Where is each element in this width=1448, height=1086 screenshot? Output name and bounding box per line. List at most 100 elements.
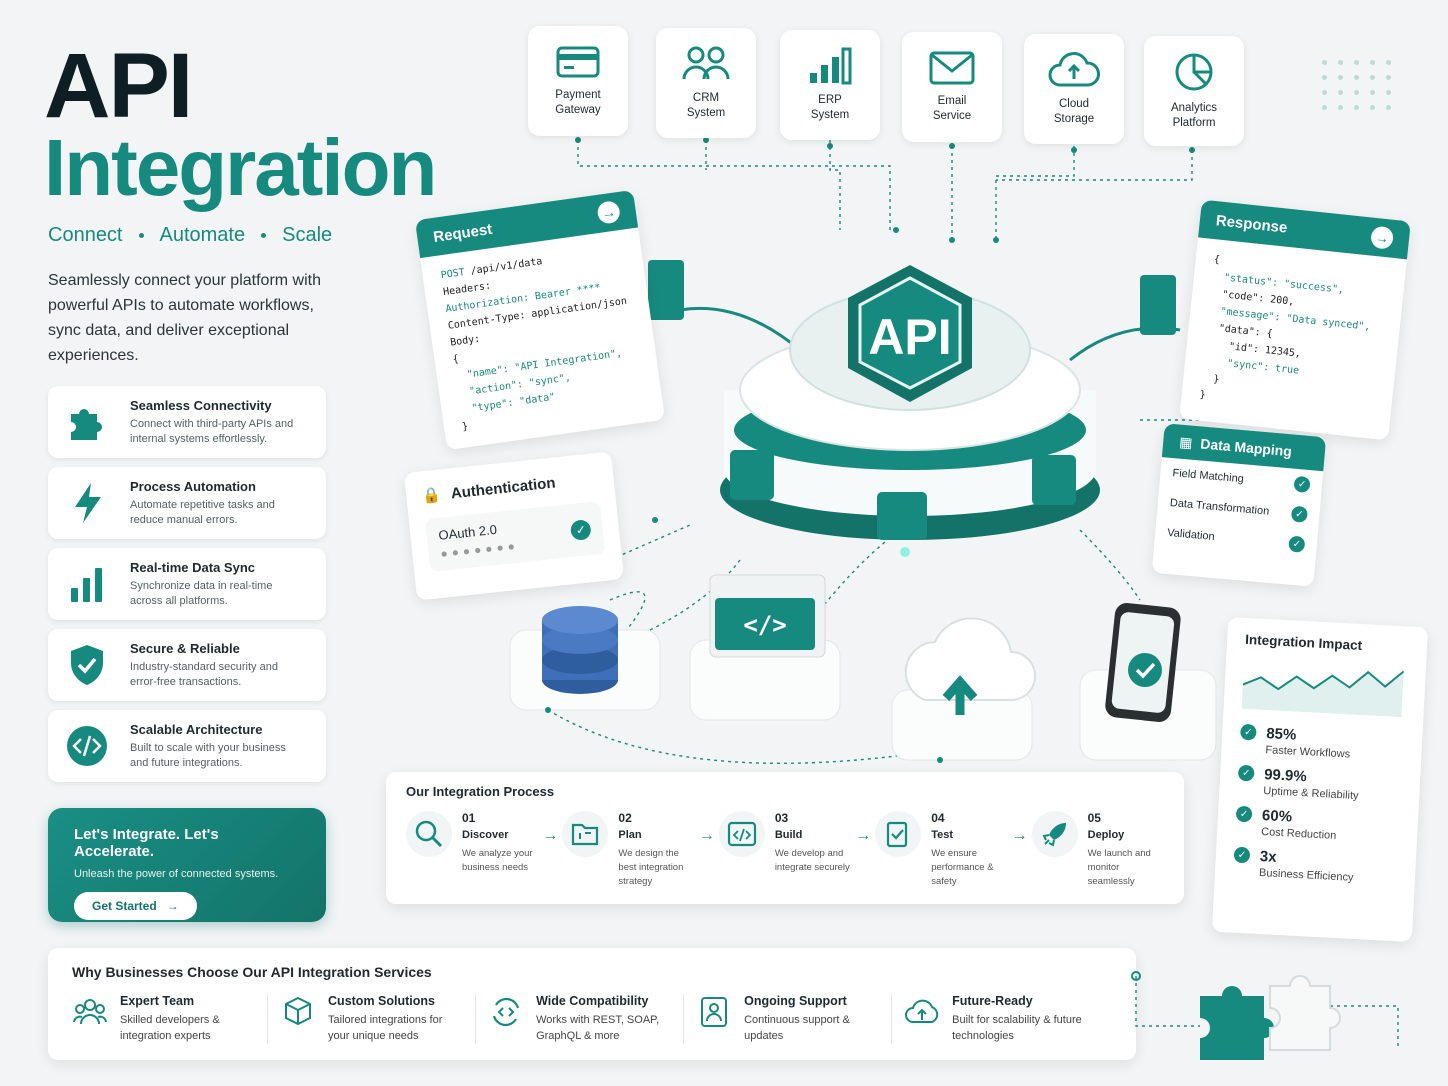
response-panel: Response→ { "status": "success", "code":… <box>1179 199 1411 441</box>
phone-device <box>1079 603 1217 761</box>
feature-desc: Synchronize data in real-time across all… <box>130 579 273 607</box>
puzzle-icon <box>62 400 112 444</box>
arrow-right-icon[interactable]: → <box>1369 225 1395 250</box>
feature-desc: Automate repetitive tasks and reduce man… <box>130 498 275 526</box>
why-item-desc: Skilled developers & integration experts <box>120 1014 220 1042</box>
service-label: Service <box>932 110 972 122</box>
service-label: Payment <box>555 89 601 101</box>
shield-icon <box>62 643 112 687</box>
metric-label: Business Efficiency <box>1258 866 1354 884</box>
response-brace: { <box>1213 254 1221 266</box>
check-icon: ✓ <box>569 518 592 541</box>
cloud-upload-icon <box>904 994 940 1044</box>
feature-desc: Industry-standard security and error-fre… <box>130 660 278 688</box>
step-desc: We develop and integrate securely <box>774 848 850 873</box>
request-brace: } <box>461 421 469 433</box>
api-hub: API <box>720 265 1100 557</box>
step-number: 04 <box>931 811 945 825</box>
response-brace: } <box>1212 373 1220 386</box>
why-item-desc: Continuous support & updates <box>744 1014 850 1042</box>
service-label: Gateway <box>555 104 601 116</box>
hero-title-integration: Integration <box>44 123 437 212</box>
tagline-automate: Automate <box>159 224 246 246</box>
arrow-right-icon: → <box>855 827 872 844</box>
metric-value: 60% <box>1261 807 1293 826</box>
impact-metric: ✓99.9%Uptime & Reliability <box>1237 764 1402 805</box>
search-icon <box>406 811 452 857</box>
lightning-icon <box>62 481 112 525</box>
request-brace: { <box>451 353 460 366</box>
support-icon <box>696 994 732 1044</box>
step-name: Plan <box>618 829 642 841</box>
response-line: "data": { <box>1218 323 1274 340</box>
response-plug <box>1140 275 1176 335</box>
check-icon: ✓ <box>1237 764 1255 782</box>
svg-text:</>: </> <box>743 611 786 639</box>
feature-desc: Connect with third-party APIs and intern… <box>130 417 294 445</box>
get-started-label: Get Started <box>92 899 157 913</box>
step-desc: We ensure performance & safety <box>931 848 994 887</box>
check-icon: ✓ <box>1235 805 1253 823</box>
request-method: POST <box>440 267 466 282</box>
request-body-label: Body: <box>449 333 481 349</box>
feature-title: Process Automation <box>130 478 256 494</box>
why-item-title: Expert Team <box>120 994 195 1008</box>
request-cable <box>679 306 801 352</box>
step-name: Build <box>774 829 803 841</box>
tagline-connect: Connect <box>48 224 123 246</box>
why-item-title: Wide Compatibility <box>536 994 649 1008</box>
why-item-desc: Works with REST, SOAP, GraphQL & more <box>536 1014 660 1042</box>
mail-icon <box>929 51 975 85</box>
data-mapping-card: ▦Data Mapping Field Matching✓ Data Trans… <box>1151 423 1327 587</box>
oauth-field[interactable]: OAuth 2.0 ●●●●●●● ✓ <box>424 500 606 572</box>
connector-lines <box>547 140 1240 765</box>
intro-text: Seamlessly connect your platform with po… <box>48 272 321 364</box>
users-icon <box>682 46 730 80</box>
puzzle-pieces-icon <box>1131 971 1399 1060</box>
check-icon: ✓ <box>1239 723 1257 741</box>
request-code: POST /api/v1/data Headers: Authorization… <box>420 227 665 450</box>
arrow-right-icon[interactable]: → <box>596 199 622 225</box>
service-label: Email <box>937 95 967 107</box>
tagline-scale: Scale <box>282 224 333 246</box>
code-icon <box>62 724 112 768</box>
response-code: { "status": "success", "code": 200, "mes… <box>1180 237 1407 435</box>
check-icon: ✓ <box>1290 505 1309 523</box>
auth-title: Authentication <box>450 473 557 502</box>
team-icon <box>72 994 108 1044</box>
bar-chart-icon <box>62 564 112 604</box>
folder-plan-icon <box>562 811 609 857</box>
service-label: ERP <box>818 94 842 106</box>
step-number: 05 <box>1087 811 1101 825</box>
integration-impact-card: Integration Impact ✓85%Faster Workflows … <box>1211 616 1429 943</box>
feature-title: Real-time Data Sync <box>130 559 255 575</box>
password-dots: ●●●●●●● <box>439 538 520 561</box>
why-item-title: Ongoing Support <box>744 994 847 1008</box>
impact-trend-chart <box>1241 670 1405 718</box>
check-icon: ✓ <box>1233 846 1251 864</box>
step-desc: We analyze your business needs <box>462 848 533 873</box>
service-label: System <box>686 107 726 119</box>
step-name: Test <box>931 829 954 841</box>
response-brace: } <box>1199 389 1207 402</box>
cloud-upload-device <box>891 617 1036 761</box>
get-started-button[interactable]: Get Started → <box>74 892 197 920</box>
step-number: 02 <box>618 811 632 825</box>
pie-chart-icon <box>1175 53 1213 91</box>
step-number: 01 <box>462 811 476 825</box>
